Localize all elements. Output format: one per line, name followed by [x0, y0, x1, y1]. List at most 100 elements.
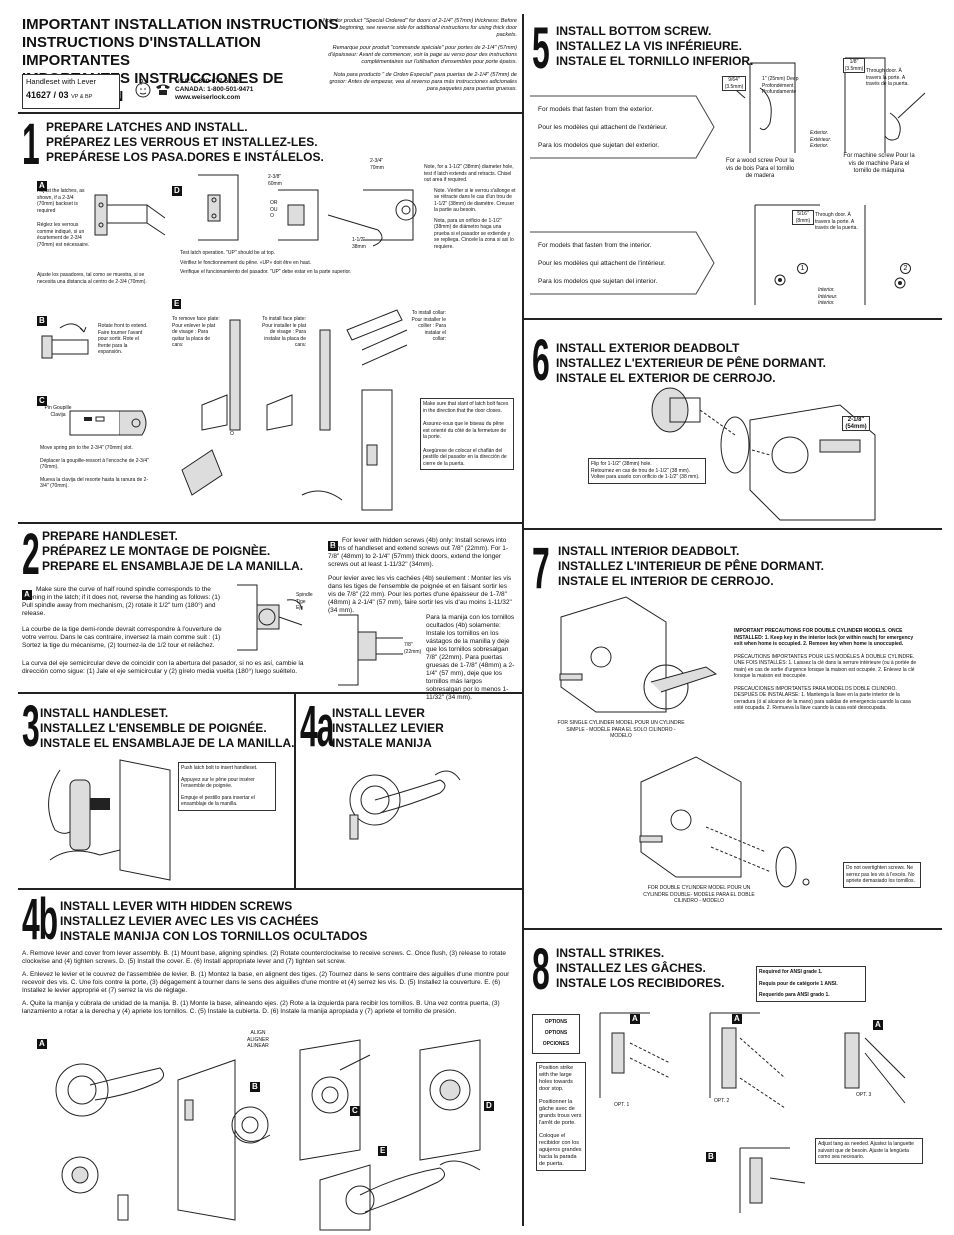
label-a: A — [37, 1039, 47, 1049]
options-label: OPTIONS OPTIONS OPCIONES — [532, 1014, 580, 1054]
label-e: E — [172, 299, 182, 309]
dim-516: 5/16" (8mm) — [792, 210, 814, 225]
position-en: Position strike with the large holes tow… — [539, 1065, 574, 1092]
ansi-en: Required for ANSI grade 1. — [759, 969, 823, 975]
divider — [522, 318, 942, 320]
step1-a-text: Adjust the latches, as shown, if a 2-3/4… — [37, 188, 92, 248]
step2-a-en: Make sure the curve of half round spindl… — [22, 586, 221, 617]
step-number: 5 — [532, 16, 550, 81]
step7-title: INSTALL INTERIOR DEADBOLT. INSTALLEZ L'I… — [558, 544, 824, 589]
d-text-es: Verifique el funcionamiento del pasador.… — [180, 269, 352, 275]
step2-title-es: PREPARE EL ENSAMBLAJE DE LA MANILLA. — [42, 559, 304, 573]
d-text-fr: Vérifiez le fonctionnement du pêne. «UP»… — [180, 259, 312, 266]
ansi-note: Required for ANSI grade 1. Requis pour d… — [756, 966, 866, 1002]
dim-218: 2-1/8" (54mm) — [842, 416, 870, 431]
column-divider — [522, 14, 524, 1226]
e-remove: To remove face plate: Pour enlever le pl… — [172, 316, 220, 348]
step7-title-en: INSTALL INTERIOR DEADBOLT. — [558, 544, 740, 558]
step4b-title-fr: INSTALLEZ LEVIER AVEC LES VIS CACHÉES — [60, 914, 319, 928]
step-number: 7 — [532, 536, 550, 601]
step2-a-es: La curva del eje semicircular deve de co… — [22, 660, 304, 675]
a-text-fr: Réglez les verrous comme indiqué, si un … — [37, 222, 90, 248]
opt2-label: OPT. 2 — [714, 1098, 730, 1104]
position-note: Position strike with the large holes tow… — [536, 1062, 586, 1171]
exterior-label: Exterior. Extérieur. Exterior. — [810, 130, 832, 149]
d-text: Test latch operation. "UP" should be at … — [180, 250, 400, 276]
step-number: 4b — [22, 887, 58, 952]
step3-note: Push latch bolt to insert handleset. App… — [178, 762, 276, 811]
step1-title-en: PREPARE LATCHES AND INSTALL. — [46, 120, 248, 134]
int-en: For models that fasten from the interior… — [538, 242, 652, 249]
step1-title: PREPARE LATCHES AND INSTALL. PRÉPAREZ LE… — [46, 120, 324, 165]
d-note-es: Nota, para un orificio de 1-1/2" (38mm) … — [434, 217, 514, 250]
thick-door-note: Note for product "Special Ordered" for d… — [322, 18, 517, 93]
interior-label: Interior. Intérieur. Interior. — [818, 287, 838, 306]
step2-b-es: Para la manija con los tornillos ocultad… — [426, 614, 515, 701]
step2-title-fr: PRÉPAREZ LE MONTAGE DE POIGNÈE. — [42, 544, 271, 558]
label-c: C — [350, 1106, 360, 1116]
step4b-title: INSTALL LEVER WITH HIDDEN SCREWS INSTALL… — [60, 899, 367, 944]
title-fr: INSTRUCTIONS D'INSTALLATION IMPORTANTES — [22, 34, 261, 69]
int-fr: Pour les modèles qui attachent de l'inté… — [538, 260, 666, 267]
e-install: To install face plate: Pour installer le… — [262, 316, 306, 348]
step-number: 4a — [300, 694, 334, 759]
step4a-title-es: INSTALE MANIJA — [332, 736, 432, 750]
strikes-figure — [599, 1012, 906, 1213]
product-finish: VP & BP — [71, 94, 93, 100]
flip-note: Flip for 1-1/2" (38mm) hole. Retournez e… — [588, 458, 706, 484]
flip-es: Voltee para usarlo con orificio de 1-1/2… — [591, 474, 700, 480]
ext-fr: Pour les modèles qui attachent de l'exté… — [538, 124, 668, 131]
product-code: 41627 / 03 — [26, 90, 69, 100]
phone-usa: USA: 1-800-677-5625 — [175, 78, 239, 85]
opt1-label: OPT. 1 — [614, 1102, 630, 1108]
step5-title: INSTALL BOTTOM SCREW. INSTALLEZ LA VIS I… — [556, 24, 753, 69]
slant-note: Make sure that slant of latch bolt faces… — [420, 398, 514, 470]
or-label: OR OU O — [270, 200, 278, 219]
single-caption: FOR SINGLE CYLINDER MODEL POUR UN CYLIND… — [557, 720, 685, 739]
c-text: Move spring pin to the 2-3/4" (70mm) slo… — [40, 445, 155, 490]
step5-title-es: INSTALE EL TORNILLO INFERIOR. — [556, 54, 754, 68]
note-es: Nota para producto " de Orden Especial" … — [329, 72, 517, 92]
latch-rotate-figure — [41, 323, 89, 359]
phone-icon — [155, 82, 171, 101]
lever-figure — [349, 770, 461, 840]
divider — [18, 888, 522, 890]
c-text-es: Mueva la clavija del resorte hasta la ra… — [40, 476, 149, 490]
adjust-text: Adjust tang as needed. Ajustez la langue… — [818, 1141, 914, 1160]
note-fr: Remarque pour produit "commande spéciale… — [328, 45, 517, 65]
dim-78: 7/8" (22mm) — [404, 642, 422, 655]
flip-en: Flip for 1-1/2" (38mm) hole. — [591, 461, 652, 467]
slant-en: Make sure that slant of latch bolt faces… — [423, 401, 509, 414]
step6-title-es: INSTALE EL EXTERIOR DE CERROJO. — [556, 371, 776, 385]
step3-title-es: INSTALE EL ENSAMBLAJE DE LA MANILLA. — [40, 736, 295, 750]
step6-title: INSTALL EXTERIOR DEADBOLT INSTALLEZ L'EX… — [556, 341, 826, 386]
label-b: B — [37, 316, 47, 326]
step4a-title-fr: INSTALLEZ LEVIER — [332, 721, 444, 735]
divider — [18, 112, 522, 114]
spindle-figure — [237, 584, 303, 651]
exterior-deadbolt-figure — [651, 387, 876, 521]
dim-18: 1/8" (3.5mm) — [843, 58, 865, 73]
slant-es: Asegúrese de colocar el chaflán del pest… — [423, 447, 507, 467]
exterior-text: For models that fasten from the exterior… — [538, 106, 698, 150]
step2-title: PREPARE HANDLESET. PRÉPAREZ LE MONTAGE D… — [42, 529, 303, 574]
handleset-install-figure — [48, 759, 171, 881]
step-number: 1 — [22, 112, 40, 177]
d-note-en: Note, for a 1-1/2" (38mm) diameter hole,… — [424, 164, 514, 183]
ansi-fr: Requis pour de catégorie 1 ANSI. — [759, 980, 838, 987]
step8-title-en: INSTALL STRIKES. — [556, 946, 665, 960]
step7-title-fr: INSTALLEZ L'INTERIEUR DE PÊNE DORMANT. — [558, 559, 824, 573]
step3-title-en: INSTALL HANDLESET. — [40, 706, 169, 720]
step3-es: Empuje el pestillo para insertar el ensa… — [181, 794, 255, 808]
align-label: ALIGN ALIGNER ALINEAR — [247, 1030, 269, 1049]
step3-en: Push latch bolt to insert handleset. — [181, 765, 258, 771]
title-en: IMPORTANT INSTALLATION INSTRUCTIONS — [22, 16, 339, 33]
step2-b-en: For lever with hidden screws (4b) only: … — [328, 537, 509, 568]
exterior-arrow-box — [530, 95, 715, 159]
through-label: Through door. À travers la porte. A trav… — [866, 68, 909, 87]
product-box: Handleset with Lever 41627 / 03 VP & BP — [22, 74, 120, 109]
label-c: C — [37, 396, 47, 406]
step1-title-es: PREPÁRESE LOS PASA.DORES E INSTÁLELOS. — [46, 150, 324, 164]
c-text-fr: Déplacer la goupille-ressort à l'encoche… — [40, 457, 149, 471]
prec-es: PRECAUCIONES IMPORTANTES PARA MODELOS DO… — [734, 685, 911, 712]
